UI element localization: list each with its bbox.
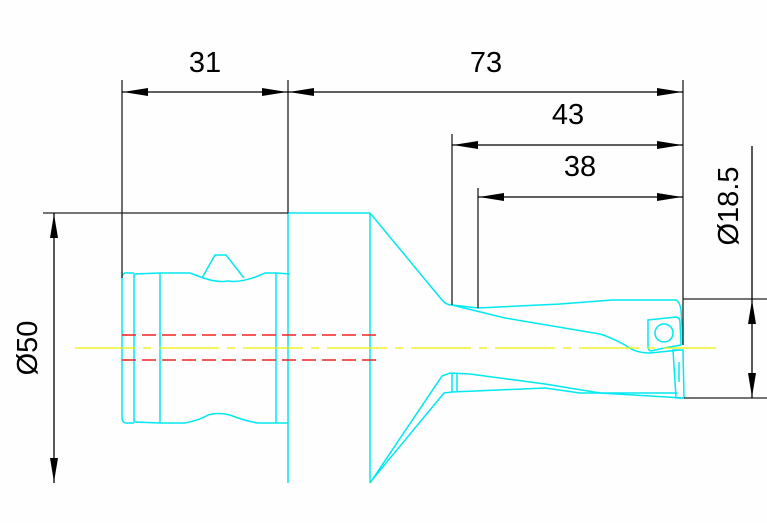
dimension-label-38: 38 (564, 151, 596, 183)
dimension-label-73: 73 (470, 47, 502, 79)
hidden-coolant-bore-icon (122, 334, 378, 361)
dimension-label-d50: Ø50 (12, 321, 44, 376)
dimension-flange-diameter: Ø50 (12, 213, 58, 483)
dimension-shank-length: 31 (122, 47, 288, 96)
dimension-overall-projection: 73 (288, 47, 683, 96)
dimension-body-length: 43 (452, 99, 683, 149)
insert-screw-icon (654, 323, 674, 343)
dimension-drill-diameter: Ø18.5 (713, 146, 756, 398)
dimension-label-31: 31 (189, 47, 221, 79)
drill-body-upper (369, 212, 684, 354)
dimension-label-43: 43 (552, 99, 584, 131)
dimension-flute-length: 38 (478, 151, 683, 201)
dimension-label-d18-5: Ø18.5 (713, 167, 745, 246)
drill-body (121, 212, 685, 484)
shank (121, 254, 291, 424)
drill-body-lower (369, 372, 684, 484)
insert (647, 316, 685, 399)
drive-key (201, 254, 245, 279)
extension-lines (43, 80, 767, 399)
